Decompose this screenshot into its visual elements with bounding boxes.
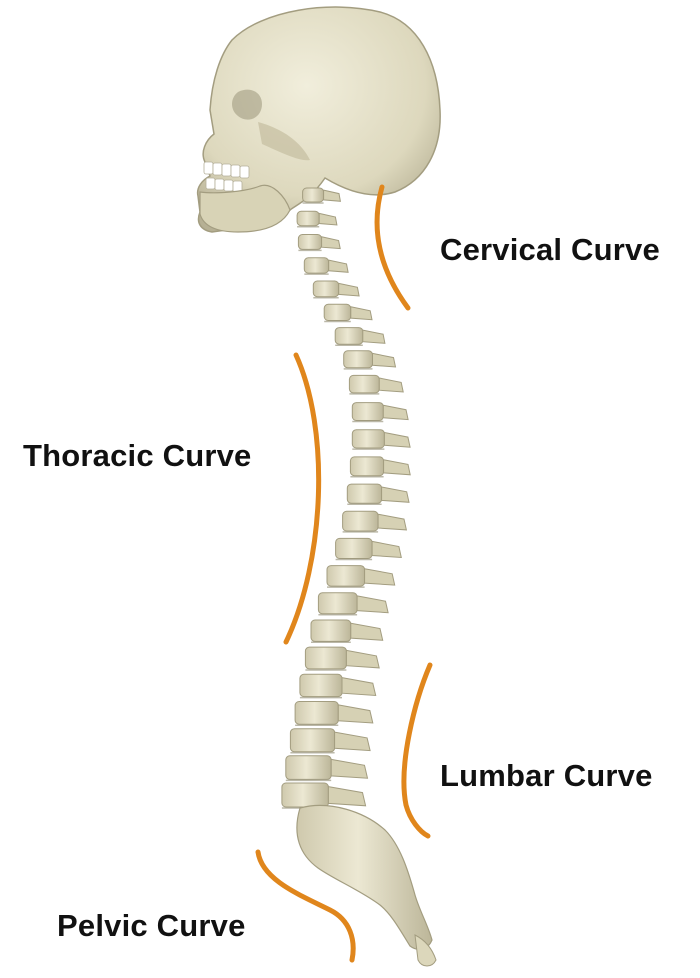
vertebra [304,646,380,671]
vertebra [326,565,396,588]
vertebra [289,728,371,754]
vertebra [334,327,386,346]
vertebra [297,234,341,252]
vertebra [312,280,360,299]
skull [196,6,441,233]
cervical-curve-marker [374,184,411,311]
vertebra [342,510,408,533]
pelvic-curve-marker [255,849,356,963]
thoracic-curve-marker [283,352,322,645]
vertebra [323,303,373,323]
sacrum [296,804,437,967]
vertebra [299,673,377,699]
pelvic-curve-label: Pelvic Curve [57,908,246,943]
teeth [203,161,250,193]
vertebra [294,701,374,726]
vertebra [281,782,367,809]
vertebra [310,619,384,644]
vertebra [303,257,349,275]
vertebral-column [281,187,411,809]
vertebra [317,592,389,616]
vertebra [302,187,342,204]
thoracic-curve-label: Thoracic Curve [23,438,252,473]
vertebra [335,537,402,561]
vertebra [351,402,409,423]
vertebra [296,210,338,228]
lumbar-curve-marker [401,662,433,839]
vertebra [343,350,397,370]
vertebra [351,429,411,450]
curve-markers [255,184,433,963]
vertebra [346,483,410,506]
vertebra [349,456,411,478]
vertebra [285,755,369,782]
lumbar-curve-label: Lumbar Curve [440,758,653,793]
cervical-curve-label: Cervical Curve [440,232,660,267]
vertebra [348,374,404,395]
